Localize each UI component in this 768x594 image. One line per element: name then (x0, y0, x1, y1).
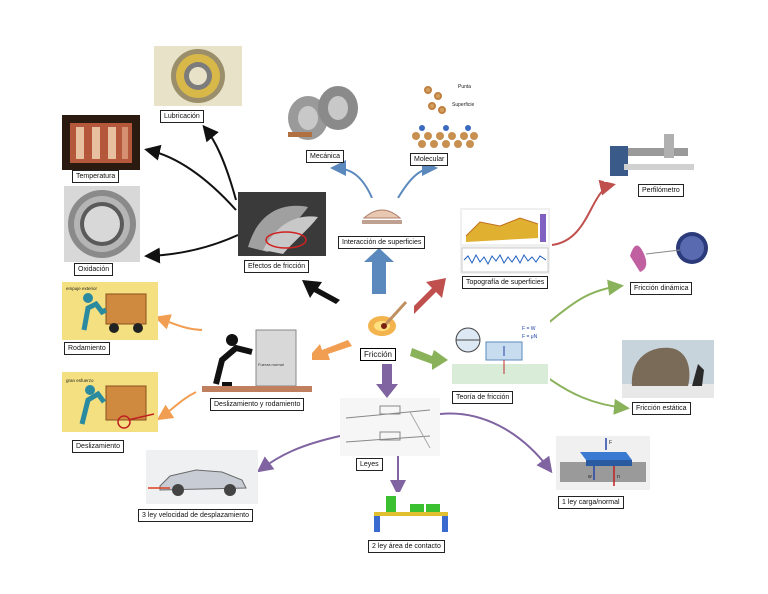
leyes-image (340, 398, 440, 456)
molecular-punta-text: Punta (458, 84, 471, 90)
node-perfilometro: Perfilómetro (638, 184, 684, 197)
connector-leyes-ley1 (439, 412, 553, 474)
node-leyes: Leyes (356, 458, 383, 471)
node-mecanica: Mecánica (306, 150, 344, 163)
arrow-to-efectos (302, 280, 340, 304)
node-ley3: 3 ley velocidad de desplazamiento (138, 509, 254, 522)
connector-teoria-dinamica (539, 279, 624, 331)
molecular-superficie-text: Superficie (452, 102, 474, 108)
node-lubricacion: Lubricación (160, 110, 204, 123)
ley1-n-text: n (617, 474, 620, 480)
node-ley1: 1 ley carga/normal (558, 496, 624, 509)
teoria-image: F = W F = μN (450, 320, 550, 386)
temperatura-image (62, 115, 140, 170)
lubricacion-image (154, 46, 242, 106)
oxidacion-image (64, 186, 140, 262)
connector-efectos-temperatura (144, 144, 237, 211)
node-ley2: 2 ley área de contacto (368, 540, 445, 553)
node-molecular: Molecular (410, 153, 449, 166)
connector-teoria-estatica (539, 371, 630, 415)
connector-interaccion-mecanica (330, 160, 373, 199)
deslizamiento-image: gran esfuerzo (62, 372, 158, 432)
node-oxidacion: Oxidación (74, 263, 114, 276)
connector-efectos-oxidacion (144, 234, 239, 264)
mecanica-image (280, 82, 362, 146)
node-estatica: Fricción estática (632, 402, 691, 415)
estatica-image (622, 340, 714, 398)
connector-interaccion-molecular (397, 160, 438, 199)
perfilometro-image (604, 128, 700, 182)
ley1-w-text: w (588, 474, 592, 480)
rodamiento-image: empuje exterior (62, 282, 158, 340)
node-temperatura: Temperatura (72, 170, 120, 183)
connector-efectos-lubricacion (202, 124, 237, 201)
arrow-to-teoria (410, 348, 448, 370)
interaccion-image (356, 198, 408, 232)
teoria-eq2-text: F = μN (522, 334, 538, 340)
node-teoria: Teoría de fricción (452, 391, 514, 404)
rodamiento-empuje-text: empuje exterior (66, 286, 98, 291)
ley1-image: F w n (556, 436, 650, 490)
desl-rodamiento-image: Fuerza normal (202, 326, 312, 396)
ley3-image (146, 450, 258, 504)
connector-desl-rodamiento (154, 314, 205, 331)
fuerza-normal-text: Fuerza normal (258, 362, 284, 367)
connector-leyes-ley3 (256, 435, 341, 473)
deslizamiento-esfuerzo-text: gran esfuerzo (66, 378, 94, 383)
node-dinamica: Fricción dinámica (630, 282, 693, 295)
connector-desl-deslizamiento (156, 391, 197, 421)
node-deslizamiento-rodamiento: Deslizamiento y rodamiento (210, 398, 305, 411)
arrow-to-leyes (376, 364, 398, 398)
node-friccion-center: Fricción (360, 348, 397, 361)
teoria-eq1-text: F = W (522, 326, 536, 332)
arrow-to-deslizamiento-rodamiento (306, 340, 352, 360)
ley2-image (370, 492, 452, 536)
efectos-image (238, 192, 326, 256)
node-rodamiento: Rodamiento (64, 342, 110, 355)
molecular-image: Punta Superficie (408, 76, 482, 150)
arrow-to-interaccion (364, 248, 394, 296)
node-deslizamiento: Deslizamiento (72, 440, 124, 453)
connector-topografia-perfilometro (551, 179, 616, 246)
arrow-to-topografia (408, 278, 446, 316)
ley1-F-text: F (609, 440, 612, 446)
dinamica-image (622, 228, 712, 276)
node-topografia: Topografía de superficies (462, 276, 549, 289)
node-efectos: Efectos de fricción (244, 260, 310, 273)
topografia-image (460, 208, 550, 274)
friccion-image (362, 294, 414, 344)
node-interaccion: Interacción de superficies (338, 236, 426, 249)
